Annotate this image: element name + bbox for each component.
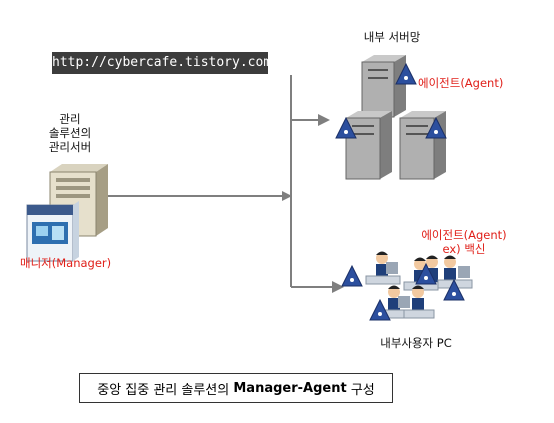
agent-triangle-icon [341,264,363,287]
agent-triangle-icon [425,116,447,139]
manager-title: 관리 솔루션의 관리서버 [40,112,100,154]
server-cluster-icon [345,55,446,180]
connector-lines [104,75,344,293]
server-agent-triangles [335,62,447,139]
pc-agent-label-line: ex) 백신 [442,242,486,256]
caption-bold: Manager-Agent [233,380,347,396]
agent-triangle-icon [369,298,391,321]
pc-group-title: 내부사용자 PC [380,336,452,350]
pc-agent-triangle-marks [350,276,456,316]
caption-prefix: 중앙 집중 관리 솔루션의 [97,382,234,398]
manager-software-box-icon [26,201,79,262]
server-agent-triangle-marks [344,76,438,134]
agent-triangle-icon [443,278,465,301]
user-at-desk-icon [403,285,435,319]
server-agent-label: 에이전트(Agent) [418,76,504,90]
pc-agent-label: 에이전트(Agent) ex) 백신 [416,228,512,256]
manager-title-line: 관리서버 [48,140,92,154]
watermark-url: http://cybercafe.tistory.com [52,52,271,74]
pc-users-icon [365,251,473,319]
caption-suffix: 구성 [346,382,375,398]
manager-title-line: 솔루션의 [48,126,92,140]
agent-triangle-icon [415,262,437,285]
agent-triangle-icon [395,62,417,85]
pc-agent-label-line: 에이전트(Agent) [421,228,507,242]
user-at-desk-icon [377,285,413,319]
agent-triangle-icon [335,116,357,139]
diagram-caption: 중앙 집중 관리 솔루션의 Manager-Agent 구성 [79,373,393,403]
user-at-desk-icon [365,251,401,285]
manager-title-line: 관리 [59,112,81,126]
pc-agent-triangles [341,262,465,321]
server-group-title: 내부 서버망 [363,30,421,44]
manager-label: 매니저(Manager) [20,256,112,270]
